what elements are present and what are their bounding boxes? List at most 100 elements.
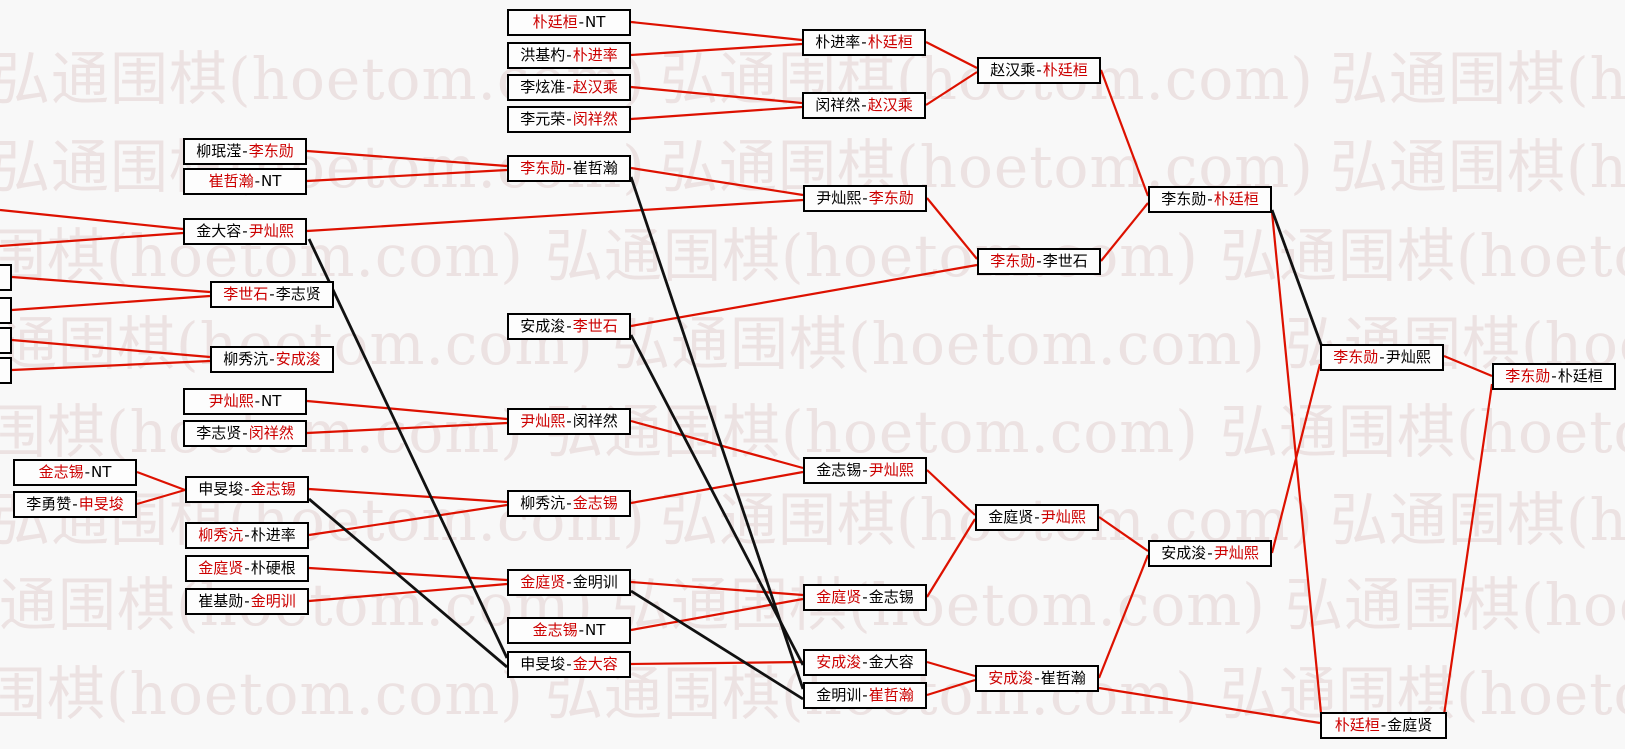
match-box-b9: 柳秀沆-朴进率 [185,522,309,549]
vs-dash: - [244,592,250,610]
match-box-d1: 朴进率-朴廷桓 [802,29,926,56]
winner-advance-line [11,359,211,372]
player-name: 李元荣 [520,110,566,128]
watermark-text: 弘通围棋(hoetom.com) [1330,486,1625,554]
match-box-c11: 申旻埈-金大容 [507,651,631,678]
loser-drop-line [1270,209,1324,348]
player-name: 尹灿熙 [868,461,914,479]
winner-advance-line [0,231,184,248]
match-box-d4: 金志锡-尹灿熙 [803,457,927,484]
player-name: 朴硬根 [250,559,296,577]
match-box-c5: 李东勋-崔哲瀚 [507,155,631,182]
watermark-text: 弘通围棋(hoetom.com) [1330,45,1625,113]
player-name: 赵汉乘 [867,96,913,114]
player-name: 赵汉乘 [572,78,618,96]
loser-drop-line [308,497,508,669]
winner-advance-line [630,263,978,328]
winner-advance-line [630,660,804,666]
vs-dash: - [72,495,78,513]
player-name: 崔哲瀚 [208,172,254,190]
winner-advance-line [136,488,186,506]
winner-advance-line [306,421,508,435]
player-name: 李世石 [572,317,618,335]
vs-dash: - [1551,367,1557,385]
player-name: 李世石 [223,285,269,303]
vs-dash: - [242,142,248,160]
winner-advance-line [136,470,186,492]
winner-advance-line [1097,554,1150,679]
player-name: 闵祥然 [815,96,861,114]
player-name: 尹灿熙 [248,222,294,240]
player-name: 李东勋 [1161,190,1207,208]
vs-dash: - [566,412,572,430]
match-box-c6: 安成浚-李世石 [507,313,631,340]
vs-dash: - [1379,348,1385,366]
loser-drop-line [629,334,805,666]
vs-dash: - [566,78,572,96]
winner-advance-line [1270,211,1323,714]
watermark-text: 弘通围棋(hoetom.com) [1330,133,1625,201]
player-name: 安成浚 [275,350,321,368]
vs-dash: - [1207,190,1213,208]
player-name: 李勇赞 [26,495,72,513]
player-name: 闵祥然 [248,424,294,442]
player-name: 洪基杓 [520,46,566,64]
player-name: 申旻埈 [78,495,124,513]
vs-dash: - [1036,252,1042,270]
player-name: 李东勋 [868,189,914,207]
watermark-text: 弘通围棋(hoetom.com) [1220,398,1625,466]
match-box-c1: 朴廷桓-NT [507,9,631,36]
winner-advance-line [630,105,803,121]
vs-dash: - [862,588,868,606]
vs-dash: - [862,189,868,207]
winner-advance-line [0,208,184,231]
player-name: 金庭贤 [1387,716,1433,734]
player-name: 闵祥然 [572,110,618,128]
player-name: 李炫准 [520,78,566,96]
vs-dash: - [242,222,248,240]
player-name: 金志锡 [532,621,578,639]
player-name: 金志锡 [868,588,914,606]
winner-advance-line [308,503,508,537]
match-box-b1: 柳珉滢-李东勋 [183,138,307,165]
player-name: 朴廷桓 [532,13,578,31]
match-box-d2: 闵祥然-赵汉乘 [802,92,926,119]
loser-drop-line [307,238,509,659]
winner-advance-line [925,41,978,69]
winner-advance-line [630,85,803,105]
winner-advance-line [1098,686,1321,725]
player-name: 崔基勋 [198,592,244,610]
player-name: 李东勋 [248,142,294,160]
vs-dash: - [861,33,867,51]
match-box-e4: 安成浚-崔哲瀚 [975,665,1099,692]
match-box-a2: 李勇赞-申旻埈 [13,491,137,518]
watermark-text: 弘通围棋(hoetom.com) [1285,571,1625,639]
watermark-text: 弘通围棋(hoetom.com) [0,660,524,728]
vs-dash: - [244,480,250,498]
player-name: 金志锡 [816,461,862,479]
player-name: 金大容 [868,653,914,671]
loser-drop-line [630,589,804,701]
player-name: 尹灿熙 [1213,544,1259,562]
match-box-b11: 崔基勋-金明训 [185,588,309,615]
match-box-c7: 尹灿熙-闵祥然 [507,408,631,435]
vs-dash: - [269,285,275,303]
player-name: 朴廷桓 [1042,61,1088,79]
player-name: 金志锡 [572,494,618,512]
vs-dash: - [1207,544,1213,562]
match-box-c4: 李元荣-闵祥然 [507,106,631,133]
player-name: 金庭贤 [988,508,1034,526]
player-name: 朴进率 [572,46,618,64]
player-name: NT [91,463,112,481]
vs-dash: - [254,172,261,190]
vs-dash: - [566,494,572,512]
winner-advance-line [926,518,976,598]
winner-advance-line [926,678,976,697]
match-box-f2: 安成浚-尹灿熙 [1148,540,1272,567]
player-name: 柳秀沆 [520,494,566,512]
player-name: 崔哲瀚 [868,686,914,704]
player-name: 申旻埈 [520,655,566,673]
player-name: 柳珉滢 [196,142,242,160]
